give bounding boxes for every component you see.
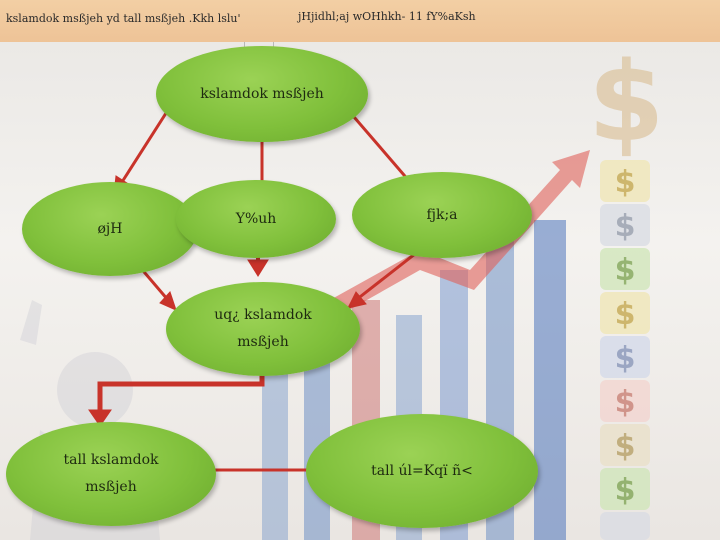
- header-right-text: jHjidhl;aj wOHhkh- 11 fY%aKsh: [298, 10, 476, 23]
- node-middle: uq¿ kslamdok msßjeh: [166, 282, 360, 376]
- node-top-label: kslamdok msßjeh: [200, 85, 324, 102]
- node-top: kslamdok msßjeh: [156, 46, 368, 142]
- node-center: Y%uh: [176, 180, 336, 258]
- growth-arrow-icon: [330, 150, 590, 318]
- svg-text:$: $: [615, 473, 636, 508]
- node-bottom-right: tall úl=Kqï ñ<: [306, 414, 538, 528]
- svg-text:$: $: [615, 297, 636, 332]
- svg-text:$: $: [615, 341, 636, 376]
- header-left-text: kslamdok msßjeh yd tall msßjeh .Kkh lslu…: [6, 12, 241, 25]
- svg-text:$: $: [615, 429, 636, 464]
- node-right: fjk;a: [352, 172, 532, 258]
- svg-text:$: $: [615, 385, 636, 420]
- svg-text:$: $: [615, 253, 636, 288]
- node-middle-label-2: msßjeh: [237, 334, 289, 350]
- node-center-label: Y%uh: [235, 210, 277, 227]
- node-bottom-left: tall kslamdok msßjeh: [6, 422, 216, 526]
- node-left-label: øjH: [97, 220, 123, 237]
- node-bottom-left-label-1: tall kslamdok: [63, 452, 159, 469]
- dollar-sign-icon: $: [588, 38, 665, 166]
- node-bottom-left-label-2: msßjeh: [85, 479, 137, 495]
- coin-stack-icon: $ $ $ $ $ $ $ $: [600, 160, 650, 540]
- node-middle-label-1: uq¿ kslamdok: [214, 307, 312, 324]
- node-bottom-right-label: tall úl=Kqï ñ<: [371, 462, 473, 479]
- svg-text:$: $: [615, 209, 636, 244]
- header-bar: kslamdok msßjeh yd tall msßjeh .Kkh lslu…: [0, 0, 720, 42]
- node-left: øjH: [22, 182, 198, 276]
- node-right-label: fjk;a: [426, 206, 458, 223]
- svg-text:$: $: [615, 165, 636, 200]
